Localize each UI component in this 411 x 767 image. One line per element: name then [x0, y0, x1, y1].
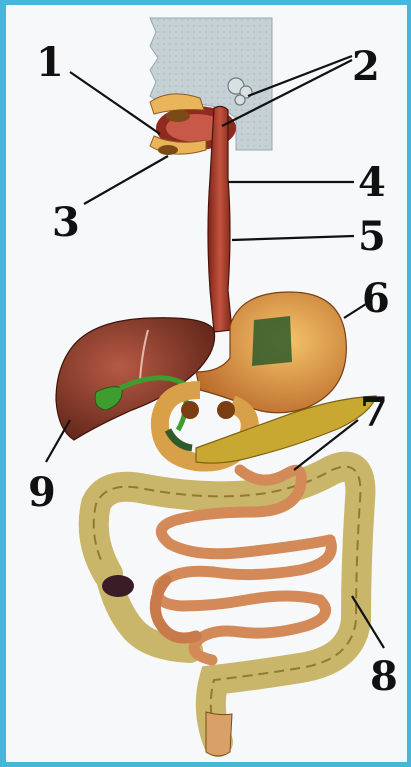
- label-3: 3: [52, 199, 80, 246]
- esophagus: [208, 106, 232, 332]
- label-9: 9: [28, 469, 56, 516]
- label-1: 1: [36, 39, 64, 86]
- rectum: [206, 712, 232, 756]
- label-4: 4: [358, 159, 386, 206]
- leader-3: [84, 156, 168, 204]
- leader-1: [70, 72, 160, 134]
- leader-5: [232, 236, 354, 240]
- label-5: 5: [358, 213, 386, 260]
- label-6: 6: [362, 275, 390, 322]
- leader-9: [46, 420, 70, 462]
- label-8: 8: [370, 653, 398, 700]
- caecum: [102, 575, 134, 597]
- label-7: 7: [360, 389, 388, 436]
- liver: [56, 318, 215, 440]
- label-2: 2: [352, 43, 380, 90]
